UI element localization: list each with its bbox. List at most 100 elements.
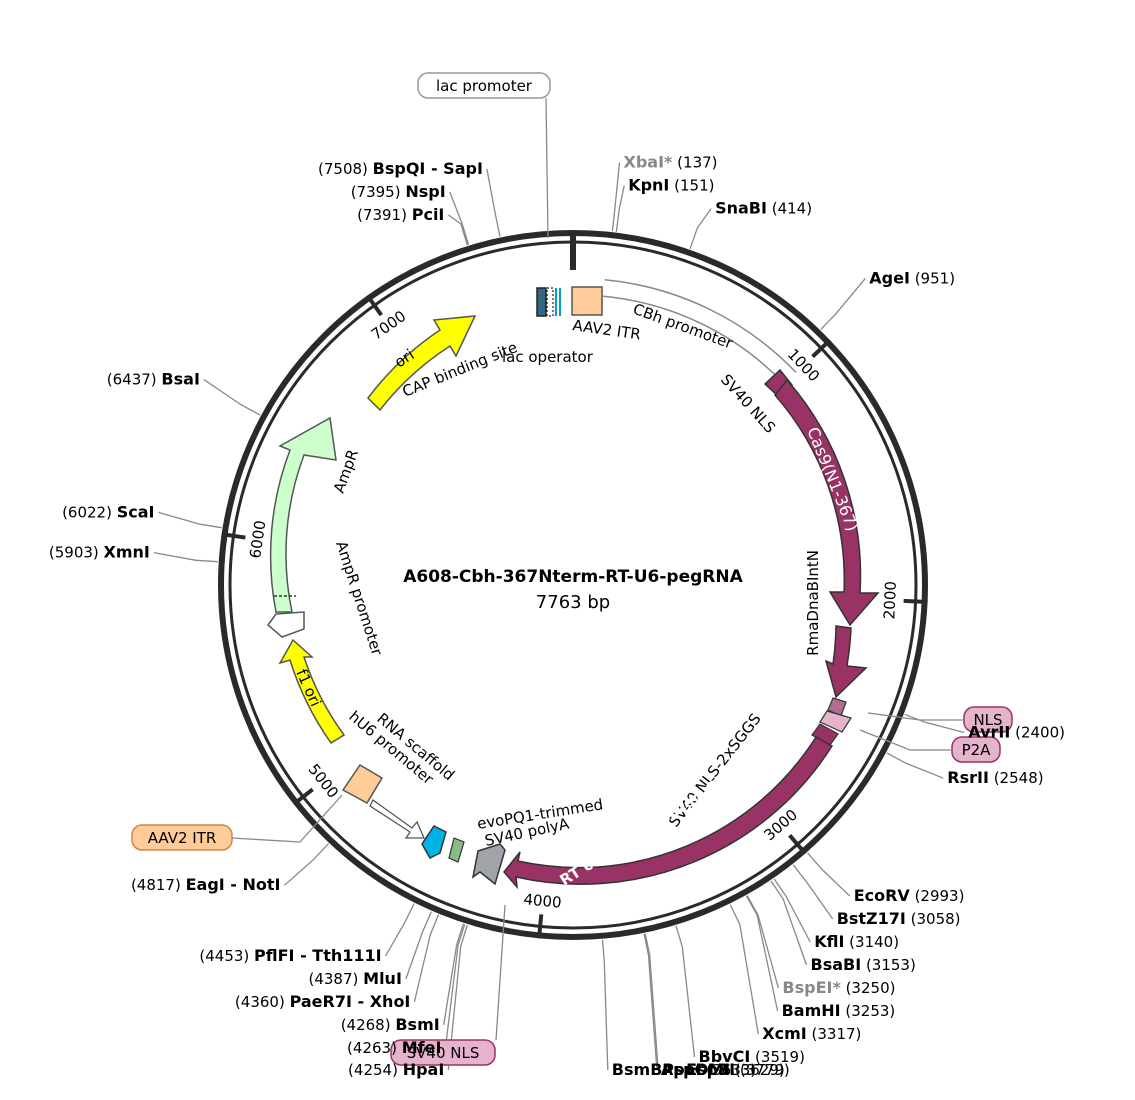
nls-text: NLS [973, 711, 1002, 729]
site-label: AgeI (951) [869, 268, 955, 287]
sv40-nls-frame [390, 1039, 496, 1066]
tick-mark [292, 787, 314, 806]
lac-promoter-box: lac promoter [417, 72, 551, 239]
site-name: BsaI [161, 370, 199, 389]
top-small-features [536, 286, 603, 317]
site-label: (5903) XmnI [49, 543, 150, 562]
tick-label: 2000 [880, 581, 900, 620]
site-name: PciI [412, 205, 445, 224]
cap-binding-site-mark [536, 287, 547, 317]
site-label: BamHI (3253) [782, 1001, 896, 1020]
sv40-nls-text: SV40 NLS [407, 1044, 480, 1062]
site-name: BstZ17I [837, 909, 906, 928]
site-leader [643, 933, 658, 1071]
site-leader [413, 914, 440, 1003]
ori-arrow [367, 315, 477, 412]
site-position: (2993) [910, 887, 965, 905]
site-position: (4268) [341, 1016, 396, 1034]
site-name: BsmBI - Esp3I [612, 1060, 735, 1079]
site-label: (4360) PaeR7I - XhoI [235, 992, 410, 1011]
aav2-itr-text: AAV2 ITR [148, 829, 217, 847]
site-label: (7391) PciI [357, 205, 444, 224]
lac-promoter-frame [417, 72, 551, 99]
tick-label: 6000 [246, 519, 269, 559]
site-label: XcmI (3317) [762, 1024, 861, 1043]
plasmid-name: A608-Cbh-367Nterm-RT-U6-pegRNA [403, 567, 743, 587]
f1-ori-label: f1 ori [292, 666, 324, 709]
site-label: (4263) MfeI [347, 1038, 441, 1057]
f1-ori-arrow [278, 638, 346, 745]
site-position: (4254) [348, 1061, 403, 1079]
site-position: (3250) [841, 979, 896, 997]
ampr-arrow [269, 416, 337, 613]
site-position: (4263) [347, 1039, 402, 1057]
sv40-nls-leader [495, 904, 506, 1041]
site-label: (4254) HpaI [348, 1060, 444, 1079]
site-leader [773, 878, 811, 943]
site-leader [405, 911, 432, 980]
aav2-itr-leader [231, 794, 343, 843]
p2a-text: P2A [962, 741, 992, 759]
nls-box: NLS [867, 706, 1013, 733]
rt-genscript-arrow [503, 735, 834, 890]
site-name: KpnI [628, 176, 669, 195]
tick-marks [221, 294, 928, 939]
site-position: (951) [910, 269, 955, 287]
site-leader [601, 939, 609, 1071]
lac-operator-label: lac operator [502, 348, 594, 366]
site-position: (3253) [841, 1002, 896, 1020]
lac-promoter-leader [545, 97, 549, 239]
evopq1-block [448, 837, 465, 863]
site-leader [746, 895, 780, 989]
site-label: (6022) ScaI [62, 502, 154, 521]
site-position: (3629) [730, 1061, 785, 1079]
site-label: (6437) BsaI [107, 370, 200, 389]
site-position: (3317) [807, 1025, 862, 1043]
site-leader [729, 904, 759, 1035]
site-leader [449, 191, 470, 245]
site-position: (7391) [357, 206, 412, 224]
site-label: XbaI* (137) [624, 153, 718, 172]
site-position: (3140) [844, 933, 899, 951]
aav2-itr-lower-block [341, 763, 384, 805]
site-leader [904, 713, 965, 734]
tick-label: 5000 [304, 761, 342, 802]
site-label: ApaI (3633) [661, 1060, 756, 1079]
site-position: (4817) [131, 876, 186, 894]
cbh-promoter-arc-inner [603, 280, 796, 384]
site-name: PaeR7I - XhoI [290, 992, 411, 1011]
site-name: XcmI [762, 1024, 806, 1043]
tick-mark [788, 833, 807, 855]
site-leader [158, 511, 222, 529]
site-label: (4453) PflFI - Tth111I [199, 946, 381, 965]
site-label: BsmBI - Esp3I (3779) [612, 1060, 790, 1079]
site-label: (7395) NspI [351, 182, 446, 201]
aav2-itr-frame [131, 824, 233, 851]
tick-label: 4000 [523, 890, 563, 912]
site-position: (6437) [107, 371, 162, 389]
site-name: HpaI [403, 1060, 445, 1079]
site-name: ScaI [117, 502, 155, 521]
site-name: EcoRV [854, 886, 911, 905]
site-position: (3058) [906, 910, 961, 928]
site-label: BstZ17I (3058) [837, 909, 961, 928]
cas9-label: Cas9(N1-367) [803, 424, 862, 534]
site-name: BspEI* [782, 978, 841, 997]
site-label: EcoRV (2993) [854, 886, 965, 905]
site-name: XmnI [104, 543, 150, 562]
site-leader [385, 903, 415, 957]
site-name: BamHI [782, 1001, 841, 1020]
site-leader [447, 924, 468, 1071]
site-position: (5903) [49, 544, 104, 562]
site-labels: XbaI* (137)KpnI (151)SnaBI (414)AgeI (95… [49, 153, 1065, 1079]
site-label: AvrII (2400) [968, 723, 1065, 742]
aav2-itr-box: AAV2 ITR [131, 794, 343, 851]
tick-label: 7000 [368, 307, 410, 344]
site-name: PflFI - Tth111I [254, 946, 382, 965]
site-name: BspQI - SapI [373, 159, 483, 178]
site-position: (3519) [750, 1048, 805, 1066]
site-position: (7508) [318, 160, 373, 178]
site-position: (4360) [235, 993, 290, 1011]
site-label: (4817) EagI - NotI [131, 875, 281, 894]
